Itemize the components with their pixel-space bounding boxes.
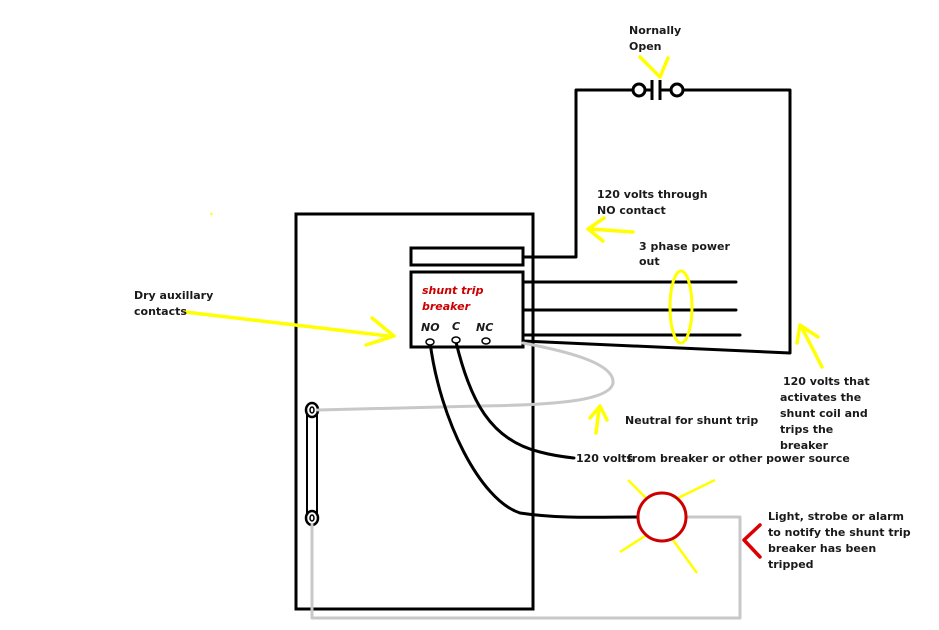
label-neutral: Neutral for shunt trip: [625, 414, 758, 427]
shunt-coil: [304, 401, 320, 527]
terminal-nc-label: NC: [476, 321, 493, 334]
three-phase-marker: [668, 269, 694, 345]
label-normally-open: Nornally Open: [629, 24, 685, 53]
return-wire: [521, 88, 792, 355]
stray-mark: [210, 212, 213, 216]
arrow-light: [742, 523, 762, 559]
panel-enclosure: [294, 212, 535, 611]
arrow-no-contact: [586, 216, 635, 243]
three-phase-lines: [521, 280, 742, 337]
label-through-no: 120 volts through NO contact: [597, 188, 711, 217]
no-terminal-wire: [428, 340, 641, 519]
label-activates: 120 volts that activates the shunt coil …: [780, 375, 874, 452]
neutral-wire: [316, 341, 615, 412]
light-icon: [619, 478, 716, 574]
label-from-breaker: from breaker or other power source: [627, 452, 850, 465]
no-contact-wire: [521, 88, 634, 259]
terminal-no-label: NO: [421, 321, 440, 334]
arrow-normally-open: [638, 55, 670, 79]
c-terminal-wire: [454, 340, 576, 460]
light-return-wire: [310, 515, 742, 620]
label-three-phase: 3 phase power out: [639, 240, 734, 268]
normally-open-switch: [631, 80, 685, 100]
label-light: Light, strobe or alarm to notify the shu…: [768, 510, 915, 571]
auxiliary-contact-block: [409, 246, 525, 267]
arrow-activates: [795, 323, 824, 369]
label-120-volts: 120 volts: [576, 452, 634, 465]
label-dry-auxiliary: Dry auxillary contacts: [134, 289, 217, 318]
terminal-c-label: C: [452, 320, 460, 333]
arrow-dry-auxiliary: [183, 310, 396, 347]
terminal-screws: [425, 336, 491, 346]
breaker-title: shunt trip breaker: [422, 284, 487, 313]
arrow-neutral: [588, 404, 609, 435]
